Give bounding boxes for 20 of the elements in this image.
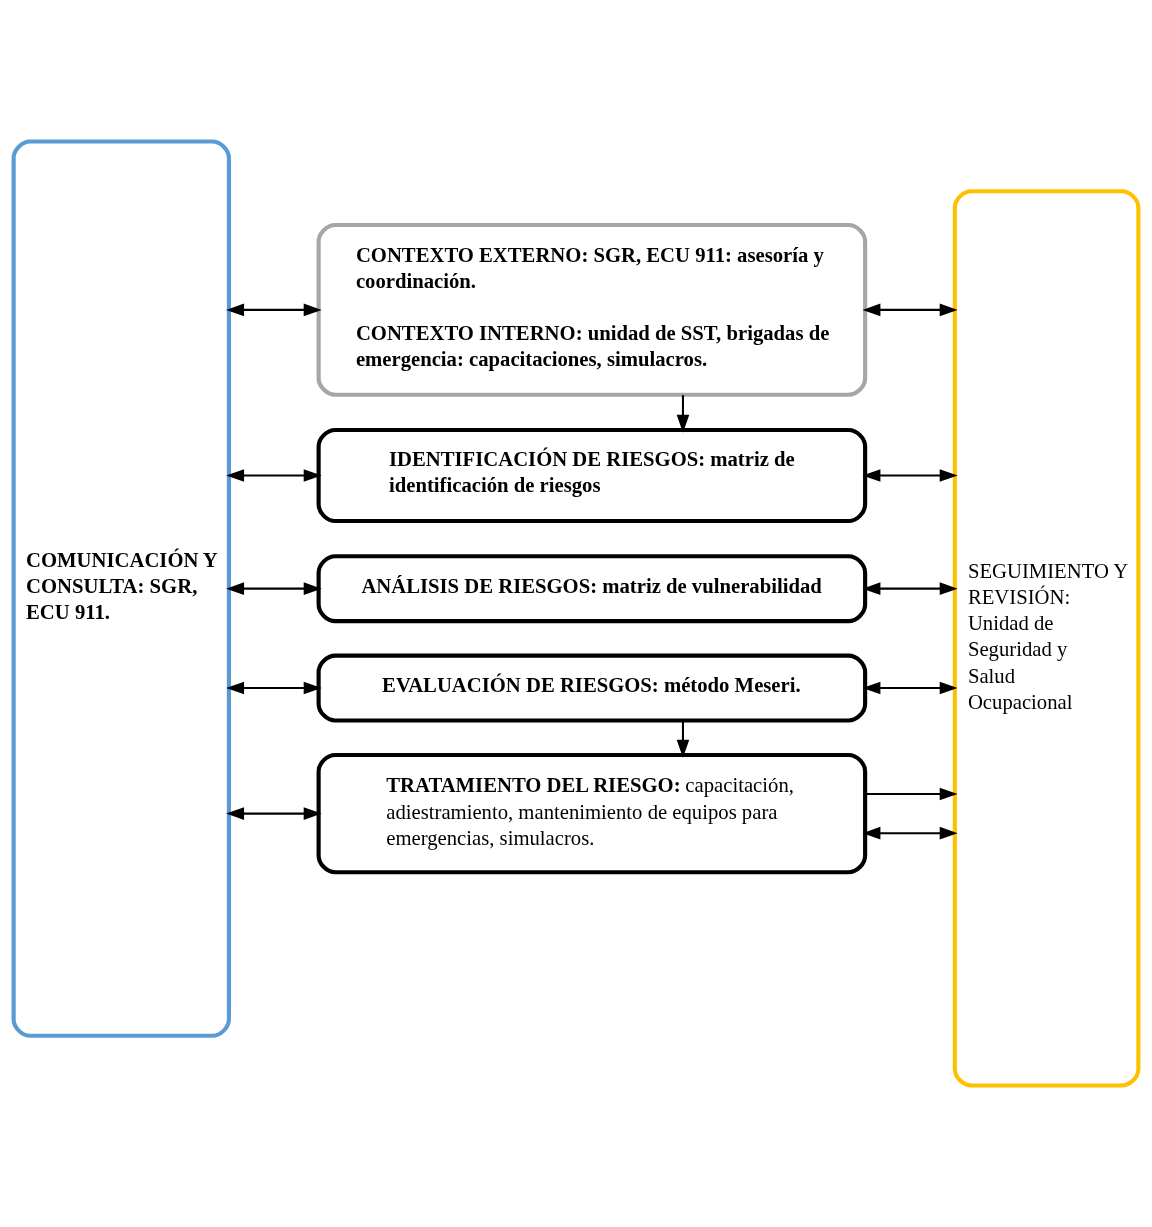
arrow — [862, 303, 958, 317]
node-box: TRATAMIENTO DEL RIESGO: capacitación, adiestramiento, mantenimiento de equipos para emergencias, simulacros. — [316, 752, 868, 875]
arrow — [226, 681, 322, 695]
arrow — [862, 681, 958, 695]
node-box: IDENTIFICACIÓN DE RIESGOS: matriz de identificación de riesgos — [316, 427, 868, 524]
node-box: SEGUIMIENTO Y REVISIÓN: Unidad de Seguridad y Salud Ocupacional — [952, 189, 1141, 1088]
arrow — [865, 787, 958, 801]
arrow — [862, 826, 958, 840]
node-box: ANÁLISIS DE RIESGOS: matriz de vulnerabilidad — [316, 554, 868, 624]
arrow — [862, 469, 958, 482]
node-box: COMUNICACIÓN Y CONSULTA: SGR, ECU 911. — [11, 139, 231, 1038]
node-box: EVALUACIÓN DE RIESGOS: método Meseri. — [316, 653, 868, 723]
arrow — [226, 303, 322, 317]
arrow — [676, 395, 690, 433]
arrow — [862, 582, 958, 595]
arrow — [226, 807, 322, 820]
arrow — [226, 469, 322, 482]
node-box: CONTEXTO EXTERNO: SGR, ECU 911: asesoría y coordinación. CONTEXTO INTERNO: unidad de SST, brigadas de emergencia: capacitaciones, simulacros. — [316, 222, 868, 397]
arrow — [676, 721, 690, 758]
arrow — [226, 582, 322, 595]
